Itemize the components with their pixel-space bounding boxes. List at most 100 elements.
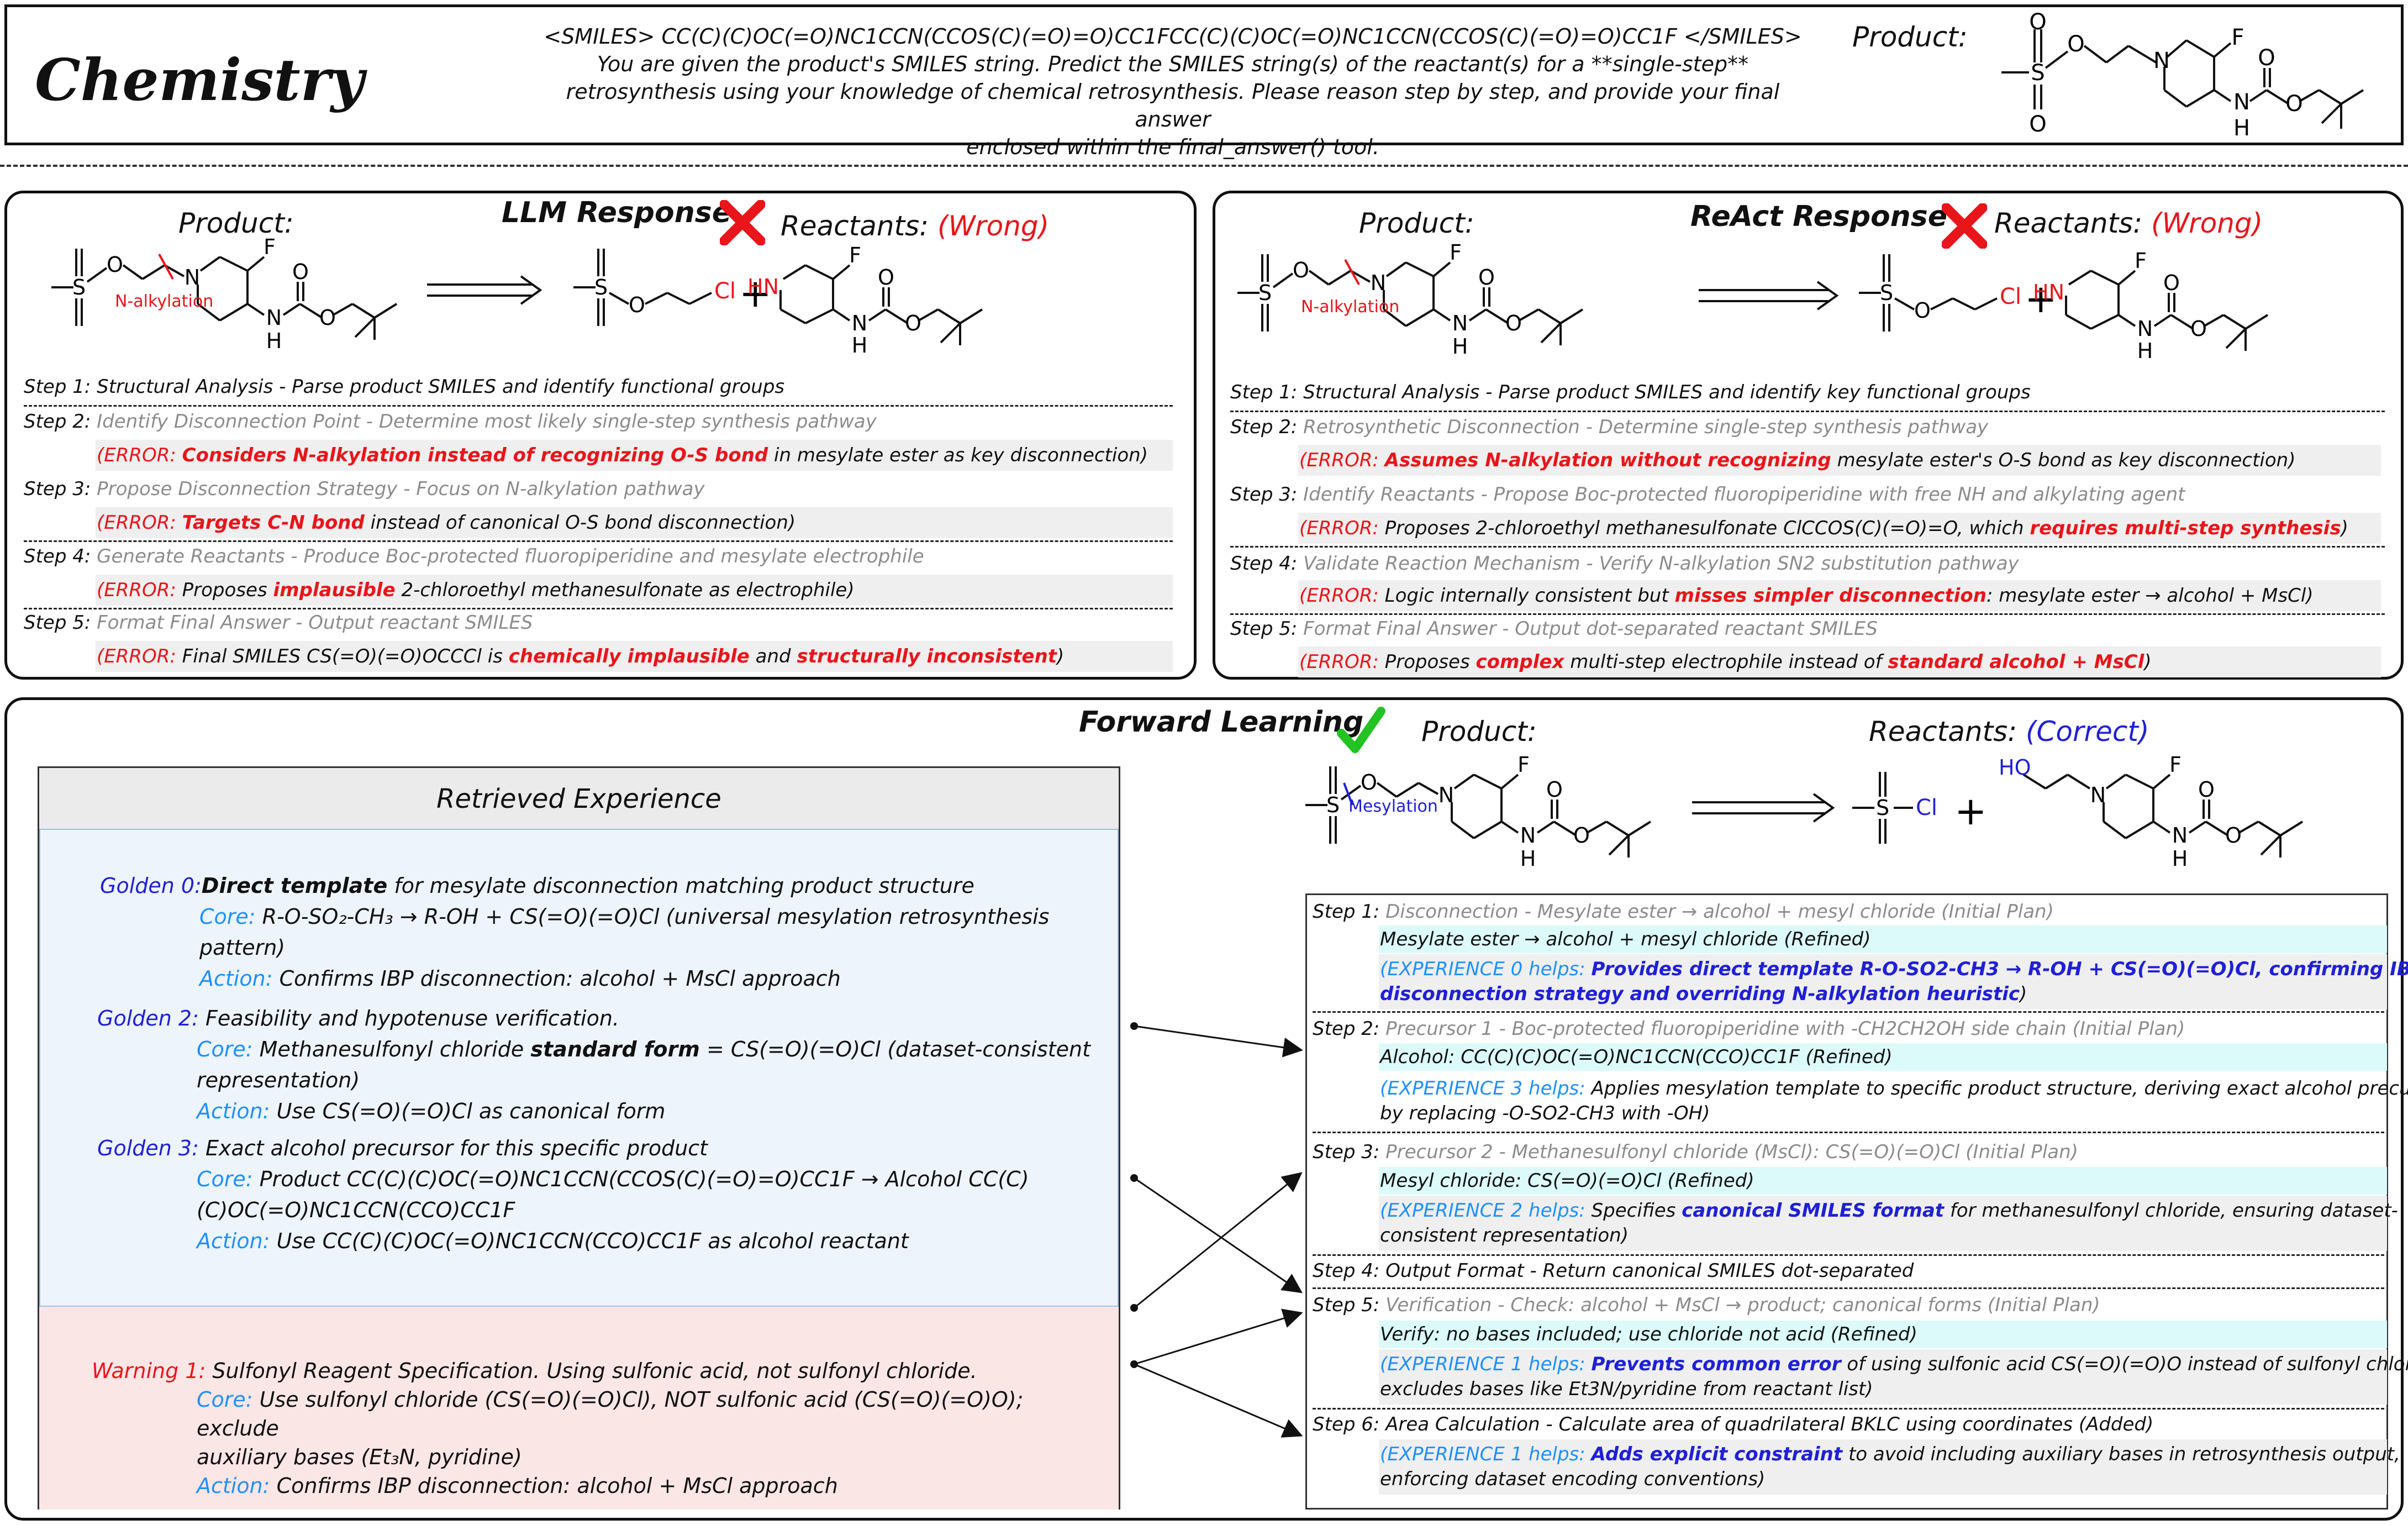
warning-1-core-label: Core:: [197, 1387, 253, 1412]
warning-1-head: Sulfonyl Reagent Specification. Using su…: [206, 1359, 977, 1383]
react-step-4-text: Validate Reaction Mechanism - Verify N-a…: [1303, 553, 2019, 575]
prompt-smiles: <SMILES> CC(C)(C)OC(=O)NC1CCN(CCOS(C)(=O…: [544, 24, 1802, 49]
react-error-4-pre: Proposes: [1378, 651, 1476, 673]
llm-step-2: Step 2: Identify Disconnection Point - D…: [24, 411, 877, 433]
forward-nh-atom: N: [1520, 823, 1536, 848]
llm-error-4-pre: Final SMILES CS(=O)(=O)OCCCl is: [176, 645, 509, 667]
react-step-4: Step 4: Validate Reaction Mechanism - Ve…: [1230, 553, 2019, 575]
llm-o-atom: O: [107, 253, 123, 277]
forward-step-2-text: Precursor 1 - Boc-protected fluoropiperi…: [1385, 1018, 2185, 1040]
forward-step-6-exp-rest: to avoid including auxiliary bases in re…: [1842, 1443, 2400, 1465]
llm-wrong-mark: [720, 200, 765, 245]
forward-r-ho-atom: HO: [1999, 755, 2031, 780]
prompt-line-1: You are given the product's SMILES strin…: [597, 52, 1749, 76]
llm-response-panel: Product: LLM Response Reactants: (Wrong)…: [4, 191, 1197, 680]
react-error-3-bg: [1298, 580, 2381, 611]
forward-plus: +: [1954, 788, 1987, 834]
llm-step-3-text: Propose Disconnection Strategy - Focus o…: [97, 478, 705, 500]
warning-1-core: Use sulfonyl chloride (CS(=O)(=O)Cl), NO…: [197, 1387, 1024, 1440]
forward-step-1-exp-tag: (EXPERIENCE 0 helps:: [1380, 958, 1585, 980]
forward-step-3-text: Precursor 2 - Methanesulfonyl chloride (…: [1385, 1141, 2078, 1163]
forward-step-4-text: Output Format - Return canonical SMILES …: [1385, 1260, 1914, 1282]
forward-step-5-exp-rest: of using sulfonic acid CS(=O)(=O)O inste…: [1841, 1353, 2408, 1375]
section-divider: [0, 165, 2408, 167]
llm-error-3: (ERROR: Proposes implausible 2-chloroeth…: [97, 579, 855, 601]
react-error-2-rest: ): [2341, 517, 2348, 539]
llm-divider-3: [24, 608, 1173, 609]
react-error-2-tag: (ERROR:: [1299, 517, 1379, 539]
forward-r-f-atom: F: [2169, 753, 2182, 777]
forward-verdict: (Correct): [2025, 716, 2149, 748]
react-reactants-text: Reactants:: [1994, 207, 2143, 239]
top-s-atom: S: [2031, 60, 2045, 86]
react-error-1-highlight: Assumes N-alkylation without recognizing: [1384, 449, 1831, 471]
llm-n-atom: N: [185, 265, 200, 290]
forward-divider-2: [1313, 1132, 2384, 1133]
golden-0-block: Golden 0:Direct template for mesylate di…: [100, 870, 1094, 994]
react-step-5: Step 5: Format Final Answer - Output dot…: [1230, 618, 1878, 640]
react-r-s-atom: S: [1880, 281, 1893, 305]
chemistry-title: Chemistry: [35, 46, 364, 114]
forward-r-cl-atom: Cl: [1916, 795, 1937, 821]
forward-step-3-exp-rest-2: consistent representation): [1380, 1224, 1629, 1247]
forward-step-3-refined-bg: [1379, 1167, 2387, 1195]
llm-r-o-atom: O: [629, 293, 645, 317]
react-error-3-pre: Logic internally consistent but: [1378, 585, 1675, 607]
llm-step-5: Step 5: Format Final Answer - Output rea…: [24, 612, 533, 634]
golden-0-core-cont: pattern): [199, 935, 286, 960]
react-r-h-atom: H: [2137, 339, 2153, 363]
forward-reactants-label: Reactants: (Correct): [1869, 716, 2149, 748]
react-error-1-rest: mesylate ester's O-S bond as key disconn…: [1831, 449, 2296, 471]
llm-f-atom: F: [264, 235, 276, 259]
react-error-3-tag: (ERROR:: [1299, 585, 1379, 607]
forward-r-n-atom: N: [2090, 783, 2106, 807]
llm-step-4-text: Generate Reactants - Produce Boc-protect…: [97, 545, 924, 567]
react-verdict: (Wrong): [2151, 207, 2263, 239]
golden-2-core-a: Methanesulfonyl chloride: [252, 1037, 531, 1061]
react-error-1-tag: (ERROR:: [1299, 449, 1379, 471]
top-f-atom: F: [2231, 25, 2244, 50]
forward-step-5-refined-bg: [1379, 1321, 2387, 1348]
arrow-source-dot-warning-1: [1130, 1360, 1138, 1368]
react-error-4-tag: (ERROR:: [1299, 651, 1379, 673]
llm-step-3: Step 3: Propose Disconnection Strategy -…: [24, 478, 705, 500]
forward-step-6-exp-tag: (EXPERIENCE 1 helps:: [1380, 1443, 1585, 1465]
llm-reaction-scheme: S O N F N H O O N-alkylation S: [51, 235, 983, 357]
warning-1-block: Warning 1: Sulfonyl Reagent Specificatio…: [92, 1356, 1097, 1500]
forward-divider-5: [1313, 1408, 2384, 1410]
forward-step-3-exp: (EXPERIENCE 2 helps: Specifies canonical…: [1380, 1198, 2398, 1248]
react-error-1: (ERROR: Assumes N-alkylation without rec…: [1299, 449, 2296, 471]
react-error-3-highlight: misses simpler disconnection: [1674, 585, 1987, 607]
top-n-atom: N: [2153, 48, 2170, 73]
react-error-2-pre: Proposes 2-chloroethyl methanesulfonate …: [1378, 517, 2030, 539]
golden-2-core-b: standard form: [530, 1037, 700, 1061]
forward-r-o-ester: O: [2225, 823, 2242, 848]
llm-verdict: (Wrong): [937, 210, 1050, 242]
top-o-atom-5: O: [2285, 91, 2302, 117]
react-step-3-text: Identify Reactants - Propose Boc-protect…: [1303, 483, 2185, 506]
llm-r-nh-atom: N: [852, 311, 867, 335]
forward-step-6-exp-highlight: Adds explicit constraint: [1591, 1443, 1843, 1465]
react-o-atom: O: [1293, 258, 1309, 282]
llm-error-4-highlight: chemically implausible: [508, 645, 750, 667]
golden-0-action: Confirms IBP disconnection: alcohol + Ms…: [272, 966, 841, 991]
react-n-atom: N: [1371, 271, 1386, 295]
react-wrong-mark: [1942, 203, 1987, 249]
react-r-cl-atom: Cl: [2000, 284, 2021, 309]
llm-step-4: Step 4: Generate Reactants - Produce Boc…: [24, 545, 924, 567]
top-product-structure: S O O O N F N H O O: [2001, 9, 2364, 141]
arrow-source-dot-golden-0: [1130, 1022, 1138, 1030]
react-step-2-text: Retrosynthetic Disconnection - Determine…: [1303, 416, 1989, 438]
llm-plus: +: [739, 271, 772, 316]
react-step-2: Step 2: Retrosynthetic Disconnection - D…: [1230, 416, 1988, 438]
forward-step-1-exp-bg: [1379, 954, 2387, 1009]
golden-0-head: for mesylate disconnection matching prod…: [387, 874, 974, 898]
llm-step-2-label: Step 2:: [24, 411, 91, 433]
warning-experience-area: [39, 1307, 1119, 1510]
llm-o-ester: O: [319, 306, 336, 330]
react-s-atom: S: [1258, 281, 1272, 305]
warning-1-core-cont: auxiliary bases (Et₃N, pyridine): [197, 1445, 522, 1469]
forward-step-6-label: Step 6:: [1313, 1413, 1380, 1435]
llm-r-o-ester: O: [905, 311, 921, 335]
react-divider-2: [1230, 546, 2385, 548]
